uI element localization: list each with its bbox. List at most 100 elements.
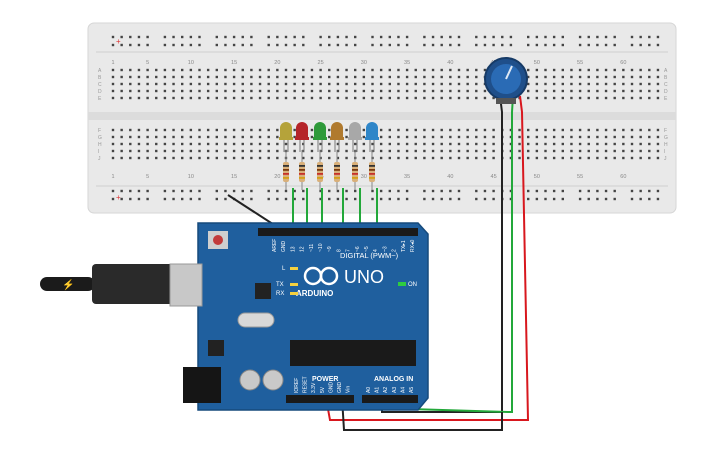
crystal <box>237 312 275 328</box>
pin-label: AREF <box>272 239 278 252</box>
column-number: 50 <box>534 174 540 180</box>
row-letter: A <box>98 68 102 74</box>
column-number: 35 <box>404 174 410 180</box>
pin-label: GND <box>328 382 334 394</box>
row-letter: D <box>664 89 668 95</box>
row-letter: I <box>98 149 99 155</box>
column-number: 10 <box>188 174 194 180</box>
column-number: 50 <box>534 60 540 66</box>
column-number: 20 <box>274 60 280 66</box>
row-letter: D <box>98 89 102 95</box>
column-number: 1 <box>111 60 114 66</box>
pin-label: GND <box>281 241 287 253</box>
rail-plus-bottom: + <box>116 193 121 202</box>
pin-label: RX◂0 <box>410 240 416 252</box>
pin-label: ~9 <box>327 246 333 252</box>
column-number: 5 <box>146 174 149 180</box>
l-led-label: L <box>282 266 286 272</box>
row-letter: B <box>664 75 668 81</box>
capacitor-2 <box>262 369 284 391</box>
resistor[interactable] <box>369 150 375 190</box>
pin-label: ~5 <box>364 246 370 252</box>
pin-label: RESET <box>303 376 309 393</box>
power-jack <box>183 367 221 403</box>
led[interactable] <box>330 122 344 152</box>
pin-label: A3 <box>392 387 398 393</box>
pin-label: 3.3V <box>311 382 317 393</box>
column-number: 60 <box>620 60 626 66</box>
tx-led-label: TX <box>276 282 284 288</box>
resistor[interactable] <box>334 150 340 190</box>
resistor[interactable] <box>299 150 305 190</box>
pin-label: A2 <box>383 387 389 393</box>
column-number: 25 <box>318 60 324 66</box>
row-letter: G <box>664 135 668 141</box>
resistor[interactable] <box>283 150 289 190</box>
wire-pot-gnd-arduino[interactable] <box>341 397 503 431</box>
column-number: 55 <box>577 174 583 180</box>
row-letter: B <box>98 75 102 81</box>
power-header[interactable] <box>286 395 354 403</box>
led[interactable] <box>279 122 293 152</box>
column-number: 15 <box>231 174 237 180</box>
row-letter: J <box>664 156 667 162</box>
pin-label: ~6 <box>355 246 361 252</box>
row-letter: E <box>664 96 668 102</box>
column-number: 15 <box>231 60 237 66</box>
digital-header[interactable] <box>258 228 418 236</box>
leds[interactable] <box>279 122 379 152</box>
column-number: 30 <box>361 174 367 180</box>
pin-label: TX▸1 <box>401 240 407 252</box>
column-number: 30 <box>361 60 367 66</box>
pin-label: 8 <box>336 249 342 252</box>
column-number: 5 <box>146 60 149 66</box>
on-label: ON <box>408 282 417 288</box>
pin-label: 2 <box>392 249 398 252</box>
row-letter: A <box>664 68 668 74</box>
pin-label: 4 <box>373 249 379 252</box>
row-letter: E <box>98 96 102 102</box>
arduino-logo-icon <box>303 266 339 286</box>
column-number: 40 <box>447 174 453 180</box>
led[interactable] <box>295 122 309 152</box>
resistor[interactable] <box>317 150 323 190</box>
rx-led-label: RX <box>276 291 284 297</box>
column-number: 35 <box>404 60 410 66</box>
led[interactable] <box>313 122 327 152</box>
pin-label: ~3 <box>382 246 388 252</box>
pin-label: A1 <box>375 387 381 393</box>
lightning-icon: ⚡ <box>62 278 74 291</box>
column-number: 55 <box>577 60 583 66</box>
breadboard[interactable]: + + 151015202530354045505560 15101520253… <box>87 22 677 214</box>
wire-pot-5v[interactable] <box>325 95 530 421</box>
row-letter: H <box>98 142 102 148</box>
led[interactable] <box>365 122 379 152</box>
column-number: 10 <box>188 60 194 66</box>
analog-header[interactable] <box>362 395 418 403</box>
brand-label: ARDUINO <box>296 289 333 298</box>
pin-label: ~11 <box>309 244 315 252</box>
row-letter: I <box>664 149 665 155</box>
led[interactable] <box>348 122 362 152</box>
potentiometer[interactable] <box>484 57 528 104</box>
pin-label: A5 <box>409 387 415 393</box>
digital-label: DIGITAL (PWM~) <box>340 251 399 260</box>
resistors[interactable] <box>283 150 375 190</box>
column-number: 60 <box>620 174 626 180</box>
resistor[interactable] <box>352 150 358 190</box>
pin-label: Vin <box>346 386 352 393</box>
power-label: POWER <box>312 376 338 383</box>
pin-label: IOREF <box>294 378 300 393</box>
pin-label: A4 <box>400 387 406 393</box>
row-letter: G <box>98 135 102 141</box>
column-number: 40 <box>447 60 453 66</box>
capacitor-1 <box>239 369 261 391</box>
regulator <box>208 340 224 356</box>
